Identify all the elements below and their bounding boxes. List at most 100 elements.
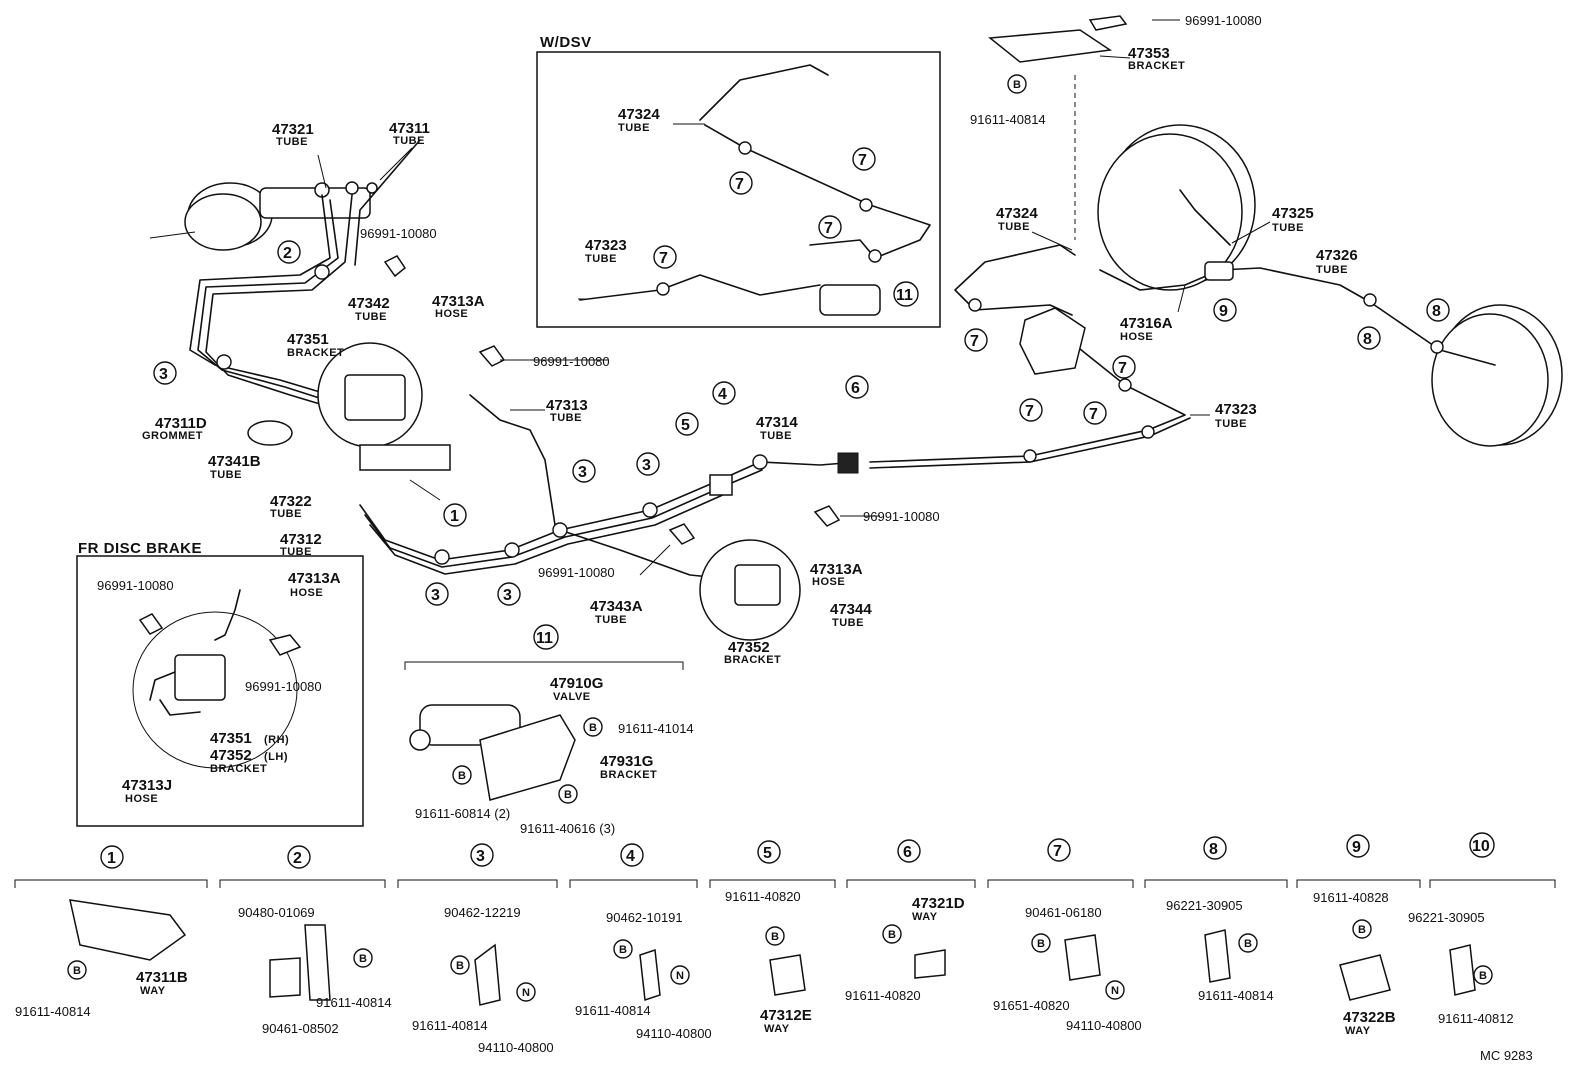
svg-text:9: 9 bbox=[1219, 303, 1228, 320]
d8-label-91611-40814: 91611-40814 bbox=[1198, 988, 1274, 1003]
svg-text:2: 2 bbox=[293, 850, 302, 867]
d4-label-94110-40800: 94110-40800 bbox=[636, 1026, 712, 1041]
label-47341b: 47341B bbox=[208, 453, 261, 470]
callout-5: 5 bbox=[675, 412, 699, 436]
detail-callout-2: 2 bbox=[287, 845, 311, 869]
desc-47910g: VALVE bbox=[553, 691, 591, 703]
fr-label-47351: 47351 bbox=[210, 730, 252, 747]
nut-mark: N bbox=[1105, 980, 1125, 1000]
svg-text:3: 3 bbox=[431, 587, 440, 604]
callout-11: 11 bbox=[533, 624, 559, 650]
desc-47313a-top: HOSE bbox=[435, 308, 468, 320]
grommet-part bbox=[247, 420, 293, 446]
svg-text:B: B bbox=[888, 929, 896, 941]
svg-text:B: B bbox=[1244, 938, 1252, 950]
leader-lines bbox=[317, 19, 1271, 576]
svg-text:5: 5 bbox=[681, 417, 690, 434]
d6-label-47321d: 47321D bbox=[912, 895, 965, 912]
callouts: 2 3 1 3 3 3 3 5 4 6 7 7 7 7 11 7 7 7 7 9… bbox=[100, 147, 1495, 869]
d10-label-96221-30905: 96221-30905 bbox=[1408, 910, 1485, 925]
svg-text:7: 7 bbox=[659, 250, 668, 267]
desc-47344: TUBE bbox=[832, 617, 864, 629]
bolt-mark: B bbox=[583, 717, 603, 737]
svg-text:B: B bbox=[1037, 938, 1045, 950]
svg-text:4: 4 bbox=[718, 386, 727, 403]
label-47312: 47312 bbox=[280, 531, 322, 548]
d2-label-90461-08502: 90461-08502 bbox=[262, 1021, 339, 1036]
svg-text:6: 6 bbox=[903, 844, 912, 861]
svg-text:8: 8 bbox=[1363, 331, 1372, 348]
brake-booster bbox=[149, 181, 378, 251]
svg-text:B: B bbox=[359, 953, 367, 965]
d3-label-94110-40800: 94110-40800 bbox=[478, 1040, 554, 1055]
svg-text:3: 3 bbox=[642, 457, 651, 474]
svg-text:9: 9 bbox=[1352, 839, 1361, 856]
svg-text:B: B bbox=[458, 770, 466, 782]
svg-text:B: B bbox=[456, 960, 464, 972]
bolt-mark: B bbox=[1031, 933, 1051, 953]
wdsv-tubes bbox=[579, 64, 931, 316]
label-47313a-mid: 47313A bbox=[810, 561, 863, 578]
desc-47322: TUBE bbox=[270, 508, 302, 520]
d1-label-91611-40814: 91611-40814 bbox=[15, 1004, 91, 1019]
label-47311: 47311 bbox=[389, 120, 430, 137]
fr-label-96991-10080-a: 96991-10080 bbox=[97, 578, 174, 593]
label-47323: 47323 bbox=[1215, 401, 1257, 418]
svg-text:7: 7 bbox=[1089, 406, 1098, 423]
bolt-mark: B bbox=[1473, 965, 1493, 985]
desc-47342: TUBE bbox=[355, 311, 387, 323]
bolt-mark: B bbox=[353, 948, 373, 968]
callout-3: 3 bbox=[497, 582, 521, 606]
svg-text:B: B bbox=[73, 965, 81, 977]
detail-callout-9: 9 bbox=[1346, 834, 1370, 858]
detail-callout-7: 7 bbox=[1047, 838, 1071, 862]
desc-47316a: HOSE bbox=[1120, 331, 1153, 343]
d9-label-47322b: 47322B bbox=[1343, 1009, 1396, 1026]
label-96991-10080-b: 96991-10080 bbox=[533, 354, 610, 369]
label-91611-41014: 91611-41014 bbox=[618, 721, 694, 736]
svg-text:3: 3 bbox=[578, 464, 587, 481]
callout-3: 3 bbox=[153, 361, 177, 385]
drawing bbox=[14, 15, 1563, 1006]
svg-text:3: 3 bbox=[476, 848, 485, 865]
svg-text:N: N bbox=[522, 987, 530, 999]
callout-7: 7 bbox=[1019, 398, 1043, 422]
label-47910g: 47910G bbox=[550, 675, 603, 692]
svg-text:6: 6 bbox=[851, 380, 860, 397]
fr-desc-47313j: HOSE bbox=[125, 793, 158, 805]
desc-47324-dsv: TUBE bbox=[618, 122, 650, 134]
d7-label-90461-06180: 90461-06180 bbox=[1025, 905, 1102, 920]
d10-label-91611-40812: 91611-40812 bbox=[1438, 1011, 1514, 1026]
fr-disc-brake-parts bbox=[132, 589, 302, 769]
desc-47311d: GROMMET bbox=[142, 430, 203, 442]
bolt-mark: B bbox=[882, 924, 902, 944]
d7-label-94110-40800: 94110-40800 bbox=[1066, 1018, 1142, 1033]
clamp-dots bbox=[216, 264, 1155, 565]
d9-desc-way: WAY bbox=[1345, 1025, 1371, 1037]
label-96991-10080-e: 96991-10080 bbox=[1185, 13, 1262, 28]
fr-desc-bracket: BRACKET bbox=[210, 763, 267, 775]
callout-4: 4 bbox=[712, 381, 736, 405]
detail-callout-6: 6 bbox=[897, 839, 921, 863]
svg-text:8: 8 bbox=[1209, 841, 1218, 858]
callout-3: 3 bbox=[425, 582, 449, 606]
label-47343a: 47343A bbox=[590, 598, 643, 615]
svg-text:7: 7 bbox=[858, 152, 867, 169]
desc-47313a-mid: HOSE bbox=[812, 576, 845, 588]
callout-2: 2 bbox=[277, 240, 301, 264]
fr-disc-brake-labels: FR DISC BRAKE 96991-10080 47313A HOSE 96… bbox=[78, 540, 341, 805]
d5-desc-way: WAY bbox=[764, 1023, 790, 1035]
label-47326: 47326 bbox=[1316, 247, 1358, 264]
svg-text:4: 4 bbox=[626, 848, 635, 865]
wdsv-frame bbox=[536, 51, 941, 328]
rear-tubes bbox=[954, 75, 1496, 366]
svg-text:N: N bbox=[1111, 985, 1119, 997]
desc-47326: TUBE bbox=[1316, 264, 1348, 276]
bolt-mark: B bbox=[1238, 933, 1258, 953]
svg-text:7: 7 bbox=[735, 176, 744, 193]
svg-text:B: B bbox=[589, 722, 597, 734]
bolt-mark: B bbox=[765, 926, 785, 946]
label-91611-40616: 91611-40616 (3) bbox=[520, 821, 615, 836]
label-47931g: 47931G bbox=[600, 753, 653, 770]
